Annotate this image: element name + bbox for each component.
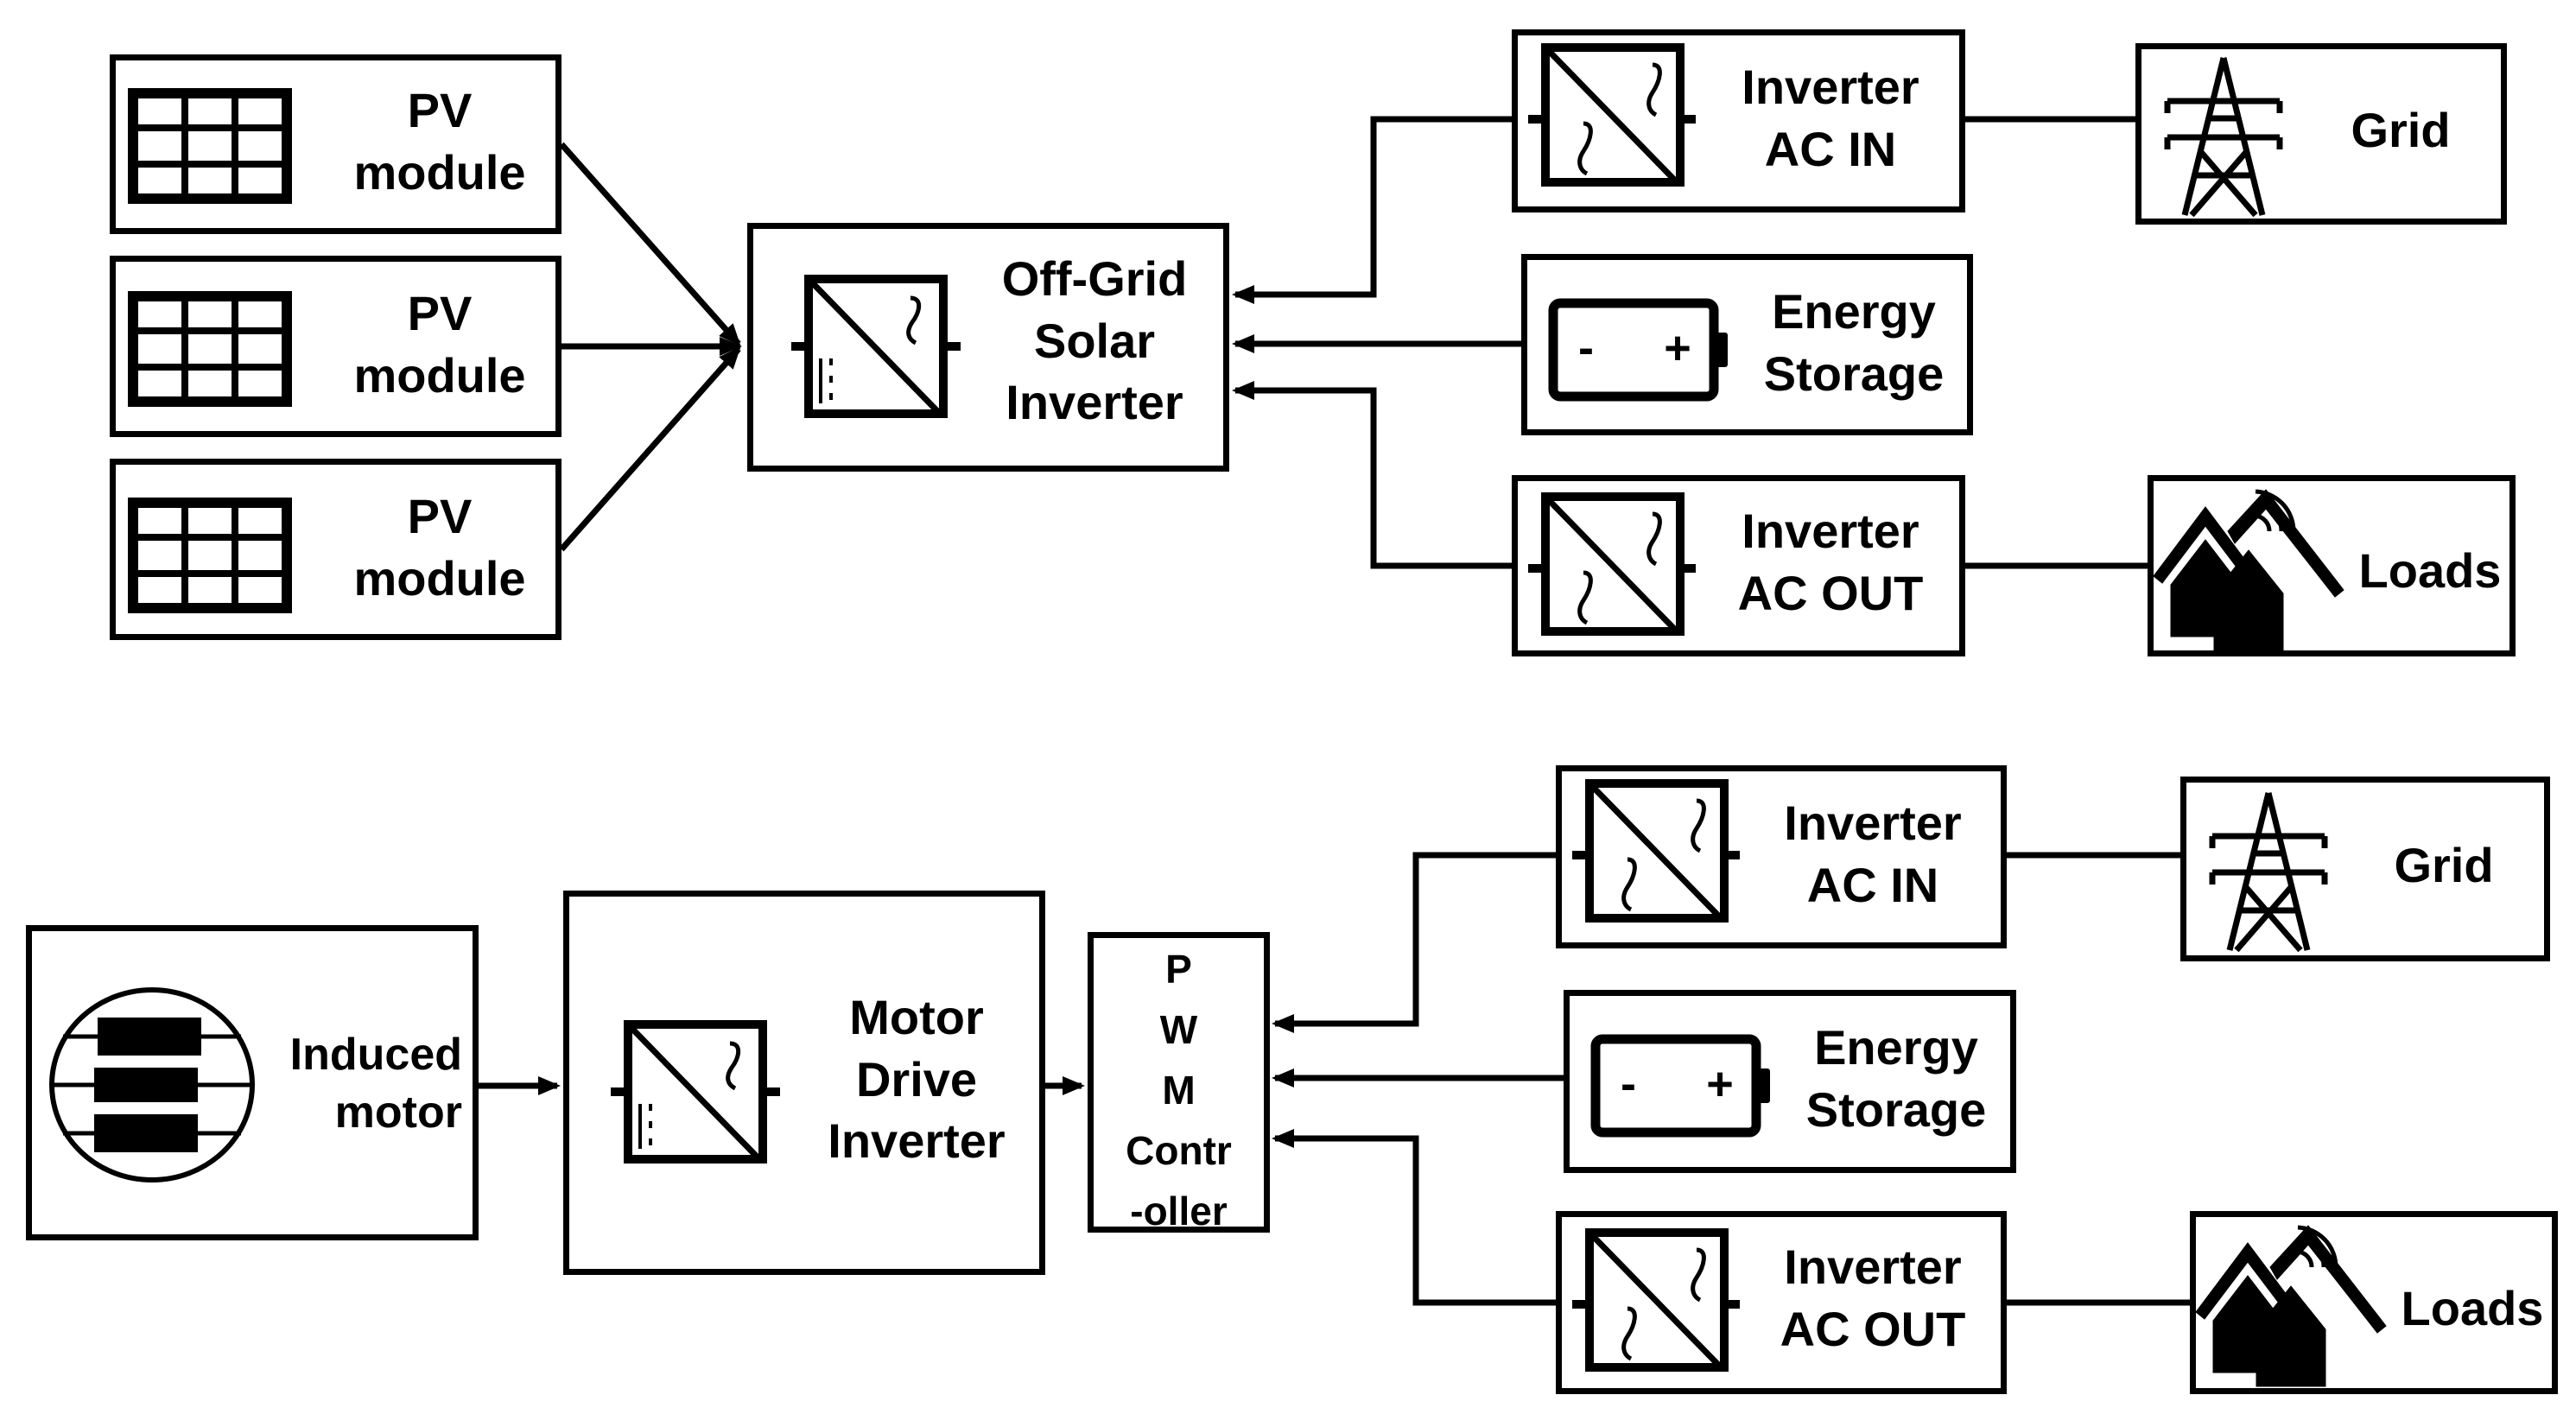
dc-ac-converter-icon bbox=[611, 1020, 780, 1164]
loads-box: Loads bbox=[2148, 475, 2516, 656]
wire-acin-to-pwm bbox=[1272, 852, 1556, 1033]
inverter-ac-out-label: Inverter AC OUT bbox=[1780, 1240, 1966, 1356]
solar-panel-icon bbox=[128, 88, 292, 204]
ac-ac-converter-icon bbox=[1528, 492, 1696, 636]
wire-acin-to-inverter bbox=[1232, 116, 1512, 304]
wire-pv1-to-inverter bbox=[559, 142, 741, 346]
grid-label: Grid bbox=[2394, 838, 2494, 892]
off-grid-solar-inverter-box: Off-Grid Solar Inverter bbox=[747, 223, 1229, 472]
battery-minus-sign: - bbox=[1621, 1058, 1636, 1110]
grid-label: Grid bbox=[2351, 103, 2451, 157]
pv-module-label: PV module bbox=[353, 83, 526, 200]
transmission-tower-icon bbox=[2164, 57, 2283, 218]
inverter-ac-in-box: Inverter AC IN bbox=[1556, 765, 2007, 948]
inverter-ac-out-box: Inverter AC OUT bbox=[1556, 1211, 2007, 1394]
inverter-ac-in-box: Inverter AC IN bbox=[1512, 29, 1965, 212]
ac-ac-converter-icon bbox=[1572, 1228, 1740, 1372]
battery-plus-sign: + bbox=[1706, 1058, 1734, 1110]
solar-panel-icon bbox=[128, 498, 292, 613]
induced-motor-label: Induced motor bbox=[289, 1030, 462, 1138]
battery-plus-sign: + bbox=[1664, 322, 1691, 374]
motor-drive-inverter-label: Motor Drive Inverter bbox=[828, 990, 1006, 1169]
energy-storage-label: Energy Storage bbox=[1805, 1020, 1987, 1137]
loads-box: Loads bbox=[2190, 1211, 2558, 1394]
houses-icon bbox=[2154, 489, 2344, 651]
pwm-controller-box: P W M Contr -oller bbox=[1088, 932, 1270, 1233]
loads-label: Loads bbox=[2358, 543, 2502, 598]
houses-icon bbox=[2196, 1225, 2387, 1387]
battery-icon: - + bbox=[1590, 1034, 1770, 1138]
pv-module-box: PV module bbox=[110, 54, 562, 234]
energy-storage-label: Energy Storage bbox=[1763, 284, 1945, 401]
wire-acout-to-inverter bbox=[1232, 381, 1512, 569]
inverter-ac-out-box: Inverter AC OUT bbox=[1512, 475, 1965, 656]
motor-drive-inverter-box: Motor Drive Inverter bbox=[563, 891, 1045, 1275]
inverter-ac-in-label: Inverter AC IN bbox=[1742, 60, 1919, 176]
pv-module-label: PV module bbox=[353, 489, 526, 606]
solar-panel-icon bbox=[128, 291, 292, 407]
ac-ac-converter-icon bbox=[1572, 779, 1740, 923]
off-grid-solar-inverter-label: Off-Grid Solar Inverter bbox=[1001, 251, 1188, 430]
battery-icon: - + bbox=[1548, 298, 1728, 402]
motor-icon bbox=[49, 987, 255, 1183]
pwm-controller-label: P W M Contr -oller bbox=[1126, 947, 1232, 1233]
pv-module-box: PV module bbox=[110, 459, 562, 640]
grid-box: Grid bbox=[2180, 777, 2550, 961]
battery-minus-sign: - bbox=[1578, 322, 1594, 374]
transmission-tower-icon bbox=[2209, 792, 2328, 953]
energy-storage-box: - + Energy Storage bbox=[1564, 990, 2016, 1173]
inverter-ac-in-label: Inverter AC IN bbox=[1784, 796, 1962, 912]
wire-pv3-to-inverter bbox=[559, 346, 741, 552]
loads-label: Loads bbox=[2401, 1281, 2544, 1335]
dc-ac-converter-icon bbox=[791, 275, 961, 418]
grid-box: Grid bbox=[2135, 43, 2507, 225]
wire-acout-to-pwm bbox=[1272, 1129, 1556, 1306]
induced-motor-box: Induced motor bbox=[26, 925, 479, 1240]
pv-module-label: PV module bbox=[353, 286, 526, 403]
inverter-ac-out-label: Inverter AC OUT bbox=[1737, 504, 1924, 620]
energy-storage-box: - + Energy Storage bbox=[1521, 254, 1973, 435]
pv-module-box: PV module bbox=[110, 256, 562, 437]
ac-ac-converter-icon bbox=[1528, 43, 1696, 187]
